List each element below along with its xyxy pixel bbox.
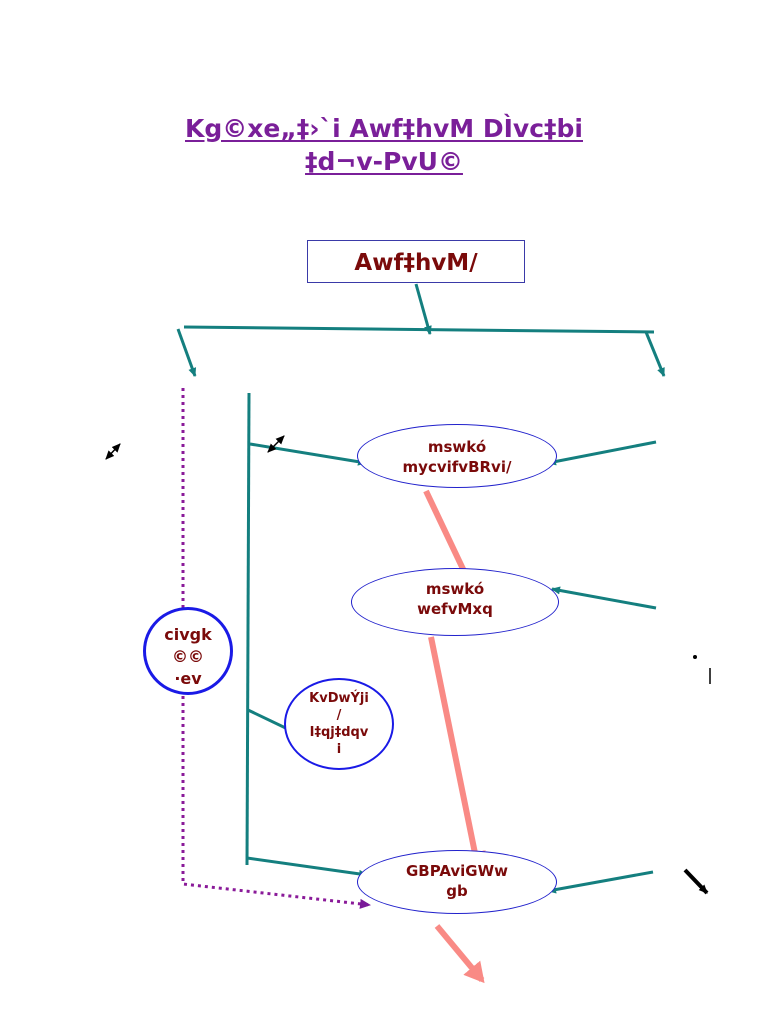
diagonal-arrow-icon	[683, 868, 709, 895]
node-4-line-3: ·ev	[174, 669, 202, 688]
node-2-line-1: mswkó	[425, 580, 485, 598]
node-2: mswkó wefvMxq	[351, 568, 559, 636]
complaint-box: Awf‡hvM/	[307, 240, 525, 283]
bullet-dot	[693, 655, 697, 659]
right-branch-connector	[644, 331, 666, 377]
node-5-line-4: i	[336, 742, 342, 757]
top-horizontal-bar	[183, 325, 655, 334]
top-box-down-connector	[414, 283, 432, 335]
node3-output-flow-arrow	[434, 924, 485, 984]
node-5-line-3: I‡qj‡dqv	[309, 725, 369, 740]
node-5: KvDwÝji / I‡qj‡dqv i	[284, 678, 394, 770]
node-4-line-2: ©©	[172, 647, 204, 666]
right-to-node2-arrow	[551, 586, 657, 610]
right-to-node1-arrow	[547, 440, 657, 466]
title-line-1: Kg©xe„‡›`i Awf‡hvM DÌvc‡bi	[185, 114, 583, 143]
node-5-line-1: KvDwÝji	[309, 691, 369, 706]
double-arrow-icon	[105, 443, 121, 460]
node-1-line-1: mswkó	[427, 438, 487, 456]
page-title: Kg©xe„‡›`i Awf‡hvM DÌvc‡bi ‡d¬v-PvU©	[0, 112, 768, 178]
node-4-line-1: civgk	[164, 625, 212, 644]
node-3: GBPAviGWw gb	[357, 850, 557, 914]
node-2-line-2: wefvMxq	[417, 600, 493, 618]
left-branch-connector	[176, 328, 197, 377]
complaint-box-label: Awf‡hvM/	[354, 250, 478, 276]
node2-to-node3-flow-arrow	[428, 636, 486, 872]
node-3-line-1: GBPAviGWw	[405, 862, 509, 880]
trunk-to-node3-arrow	[246, 856, 368, 878]
node-1-line-2: mycvifvBRvi/	[402, 458, 512, 476]
double-arrow-icon	[267, 435, 285, 453]
node-5-line-2: /	[336, 708, 342, 723]
trunk-to-node1-arrow	[249, 442, 367, 466]
node-4: civgk ©© ·ev	[143, 607, 233, 695]
left-vertical-trunk	[245, 392, 251, 866]
node-3-line-2: gb	[446, 882, 468, 900]
node-1: mswkó mycvifvBRvi/	[357, 424, 557, 488]
title-line-2: ‡d¬v-PvU©	[305, 147, 463, 176]
right-to-node3-arrow	[547, 870, 654, 894]
